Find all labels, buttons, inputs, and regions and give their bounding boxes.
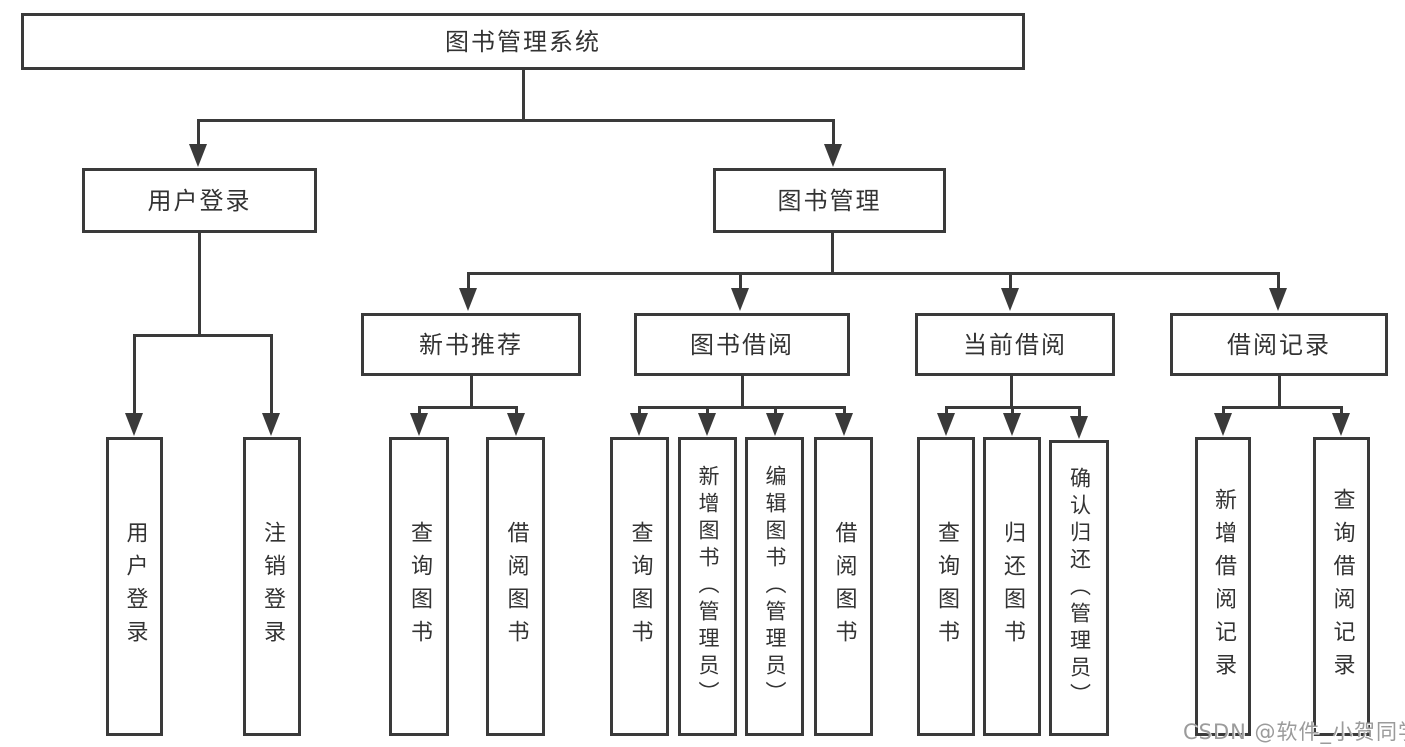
arrowhead-icon-15 bbox=[1003, 413, 1021, 436]
arrowhead-icon-2 bbox=[125, 413, 143, 436]
node-label-confirm-return-admin: 确认归还（管理员） bbox=[1067, 466, 1092, 710]
node-label-query-borrow-record: 查询借阅记录 bbox=[1329, 487, 1355, 686]
watermark: CSDN @软件_小贺同学 bbox=[1183, 720, 1405, 744]
connector-segment-24 bbox=[1009, 374, 1013, 409]
node-label-query-book-1: 查询图书 bbox=[407, 520, 432, 653]
connector-segment-9 bbox=[466, 271, 1280, 275]
node-label-user-login-op: 用户登录 bbox=[122, 520, 148, 653]
node-label-logout: 注销登录 bbox=[260, 520, 285, 653]
connector-segment-15 bbox=[417, 405, 518, 409]
connector-segment-1 bbox=[196, 118, 835, 122]
connector-segment-6 bbox=[132, 333, 136, 426]
connector-segment-4 bbox=[197, 231, 201, 337]
node-label-add-borrow-record: 新增借阅记录 bbox=[1211, 487, 1236, 686]
node-label-add-book-admin: 新增图书（管理员） bbox=[696, 465, 720, 708]
arrowhead-icon-7 bbox=[1269, 288, 1287, 311]
diagram-node-query-book-1: 查询图书 bbox=[389, 437, 449, 736]
arrowhead-icon-14 bbox=[937, 413, 955, 436]
connector-segment-0 bbox=[521, 68, 525, 122]
diagram-node-system: 图书管理系统 bbox=[21, 13, 1025, 70]
diagram-node-book-management: 图书管理 bbox=[713, 168, 946, 233]
connector-segment-29 bbox=[1277, 374, 1281, 409]
node-label-book-management: 图书管理 bbox=[777, 186, 882, 215]
diagram-node-confirm-return-admin: 确认归还（管理员） bbox=[1049, 440, 1109, 736]
diagram-node-user-login: 用户登录 bbox=[82, 168, 317, 233]
diagram-node-add-borrow-record: 新增借阅记录 bbox=[1195, 437, 1251, 736]
diagram-node-edit-book-admin: 编辑图书（管理员） bbox=[745, 437, 804, 736]
arrowhead-icon-0 bbox=[189, 144, 207, 167]
node-label-borrow-book-2: 借阅图书 bbox=[831, 520, 857, 653]
arrowhead-icon-16 bbox=[1070, 416, 1088, 439]
connector-segment-14 bbox=[469, 374, 473, 409]
node-label-user-login: 用户登录 bbox=[147, 186, 252, 215]
node-label-edit-book-admin: 编辑图书（管理员） bbox=[763, 465, 787, 708]
node-label-current-borrow: 当前借阅 bbox=[963, 330, 1067, 359]
diagram-node-user-login-op: 用户登录 bbox=[106, 437, 163, 736]
diagram-node-add-book-admin: 新增图书（管理员） bbox=[678, 437, 737, 736]
node-label-borrow-book-1: 借阅图书 bbox=[503, 520, 529, 653]
node-label-system: 图书管理系统 bbox=[445, 27, 601, 56]
diagram-node-query-book-2: 查询图书 bbox=[610, 437, 669, 736]
diagram-node-book-borrow: 图书借阅 bbox=[634, 313, 850, 376]
diagram-node-new-book-recommend: 新书推荐 bbox=[361, 313, 581, 376]
arrowhead-icon-4 bbox=[459, 288, 477, 311]
connector-segment-8 bbox=[830, 231, 834, 275]
arrowhead-icon-5 bbox=[731, 288, 749, 311]
connector-segment-13 bbox=[1276, 271, 1280, 300]
arrowhead-icon-18 bbox=[1332, 413, 1350, 436]
arrowhead-icon-10 bbox=[630, 413, 648, 436]
diagram-node-logout: 注销登录 bbox=[243, 437, 301, 736]
connector-segment-5 bbox=[132, 333, 273, 337]
diagram-node-current-borrow: 当前借阅 bbox=[915, 313, 1115, 376]
connector-segment-7 bbox=[269, 333, 273, 426]
connector-segment-10 bbox=[466, 271, 470, 300]
connector-segment-18 bbox=[740, 374, 744, 409]
arrowhead-icon-3 bbox=[262, 413, 280, 436]
connector-segment-11 bbox=[738, 271, 742, 300]
arrowhead-icon-9 bbox=[507, 413, 525, 436]
node-label-query-book-2: 查询图书 bbox=[627, 520, 653, 653]
connector-segment-3 bbox=[831, 118, 835, 157]
connector-segment-12 bbox=[1008, 271, 1012, 300]
node-label-return-book: 归还图书 bbox=[1000, 520, 1025, 653]
diagram-node-return-book: 归还图书 bbox=[983, 437, 1041, 736]
arrowhead-icon-11 bbox=[698, 413, 716, 436]
arrowhead-icon-6 bbox=[1001, 288, 1019, 311]
node-label-new-book-recommend: 新书推荐 bbox=[419, 330, 523, 359]
diagram-node-query-borrow-record: 查询借阅记录 bbox=[1313, 437, 1370, 736]
arrowhead-icon-8 bbox=[410, 413, 428, 436]
node-label-book-borrow: 图书借阅 bbox=[690, 330, 794, 359]
node-label-borrow-records: 借阅记录 bbox=[1227, 330, 1331, 359]
arrowhead-icon-1 bbox=[824, 144, 842, 167]
arrowhead-icon-12 bbox=[766, 413, 784, 436]
diagram-node-borrow-records: 借阅记录 bbox=[1170, 313, 1388, 376]
node-label-query-book-3: 查询图书 bbox=[934, 520, 959, 653]
arrowhead-icon-13 bbox=[835, 413, 853, 436]
connector-segment-19 bbox=[637, 405, 846, 409]
diagram-node-query-book-3: 查询图书 bbox=[917, 437, 975, 736]
diagram-node-borrow-book-1: 借阅图书 bbox=[486, 437, 545, 736]
connector-segment-30 bbox=[1221, 405, 1343, 409]
arrowhead-icon-17 bbox=[1214, 413, 1232, 436]
diagram-node-borrow-book-2: 借阅图书 bbox=[814, 437, 873, 736]
connector-segment-2 bbox=[196, 118, 200, 157]
